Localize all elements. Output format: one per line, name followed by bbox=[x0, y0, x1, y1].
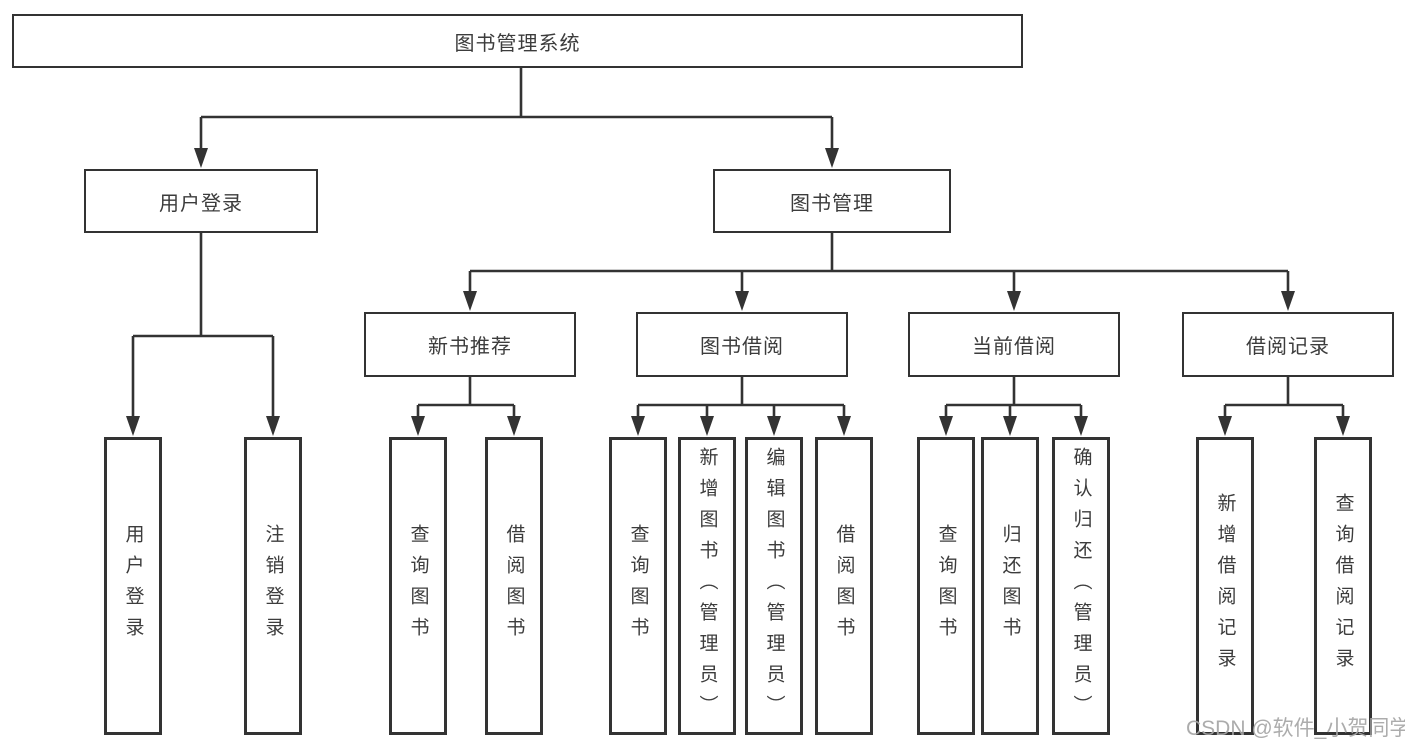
leaf-add-books-admin-label: 新增图书（管理员） bbox=[696, 446, 718, 726]
node-current-borrowing-label: 当前借阅 bbox=[972, 336, 1056, 358]
leaf-borrowing-query-books: 查询图书 bbox=[609, 437, 667, 735]
connector-lines bbox=[131, 68, 1345, 421]
leaf-current-query-books: 查询图书 bbox=[917, 437, 975, 735]
leaf-user-login: 用户登录 bbox=[104, 437, 162, 735]
leaf-current-query-books-label: 查询图书 bbox=[935, 524, 957, 648]
node-user-login-label: 用户登录 bbox=[159, 192, 243, 215]
node-borrowing-records: 借阅记录 bbox=[1182, 312, 1394, 377]
leaf-add-borrow-record-label: 新增借阅记录 bbox=[1214, 493, 1236, 679]
leaf-logout-login-label: 注销登录 bbox=[262, 524, 284, 648]
connector-arrowheads bbox=[126, 148, 1350, 436]
leaf-recommend-query-books: 查询图书 bbox=[389, 437, 447, 735]
node-new-book-recommend: 新书推荐 bbox=[364, 312, 576, 377]
leaf-query-borrow-record: 查询借阅记录 bbox=[1314, 437, 1372, 735]
node-current-borrowing: 当前借阅 bbox=[908, 312, 1120, 377]
leaf-return-books: 归还图书 bbox=[981, 437, 1039, 735]
leaf-recommend-borrow-books-label: 借阅图书 bbox=[503, 524, 525, 648]
leaf-recommend-query-books-label: 查询图书 bbox=[407, 524, 429, 648]
node-book-borrowing-label: 图书借阅 bbox=[700, 336, 784, 358]
leaf-logout-login: 注销登录 bbox=[244, 437, 302, 735]
csdn-watermark: CSDN @软件_小贺同学 bbox=[1186, 717, 1405, 740]
leaf-user-login-label: 用户登录 bbox=[122, 524, 144, 648]
node-user-login: 用户登录 bbox=[84, 169, 318, 233]
node-book-management: 图书管理 bbox=[713, 169, 951, 233]
node-book-management-label: 图书管理 bbox=[790, 192, 874, 215]
leaf-return-books-label: 归还图书 bbox=[999, 524, 1021, 648]
node-library-system: 图书管理系统 bbox=[12, 14, 1023, 68]
leaf-borrowing-borrow-books-label: 借阅图书 bbox=[833, 524, 855, 648]
node-borrowing-records-label: 借阅记录 bbox=[1246, 336, 1330, 358]
leaf-confirm-return-admin: 确认归还（管理员） bbox=[1052, 437, 1110, 735]
leaf-add-borrow-record: 新增借阅记录 bbox=[1196, 437, 1254, 735]
leaf-query-borrow-record-label: 查询借阅记录 bbox=[1332, 493, 1354, 679]
node-new-book-recommend-label: 新书推荐 bbox=[428, 336, 512, 358]
leaf-confirm-return-admin-label: 确认归还（管理员） bbox=[1070, 446, 1092, 726]
node-book-borrowing: 图书借阅 bbox=[636, 312, 848, 377]
leaf-add-books-admin: 新增图书（管理员） bbox=[678, 437, 736, 735]
leaf-edit-books-admin: 编辑图书（管理员） bbox=[745, 437, 803, 735]
node-library-system-label: 图书管理系统 bbox=[454, 32, 581, 55]
leaf-recommend-borrow-books: 借阅图书 bbox=[485, 437, 543, 735]
leaf-borrowing-borrow-books: 借阅图书 bbox=[815, 437, 873, 735]
leaf-borrowing-query-books-label: 查询图书 bbox=[627, 524, 649, 648]
leaf-edit-books-admin-label: 编辑图书（管理员） bbox=[763, 446, 785, 726]
